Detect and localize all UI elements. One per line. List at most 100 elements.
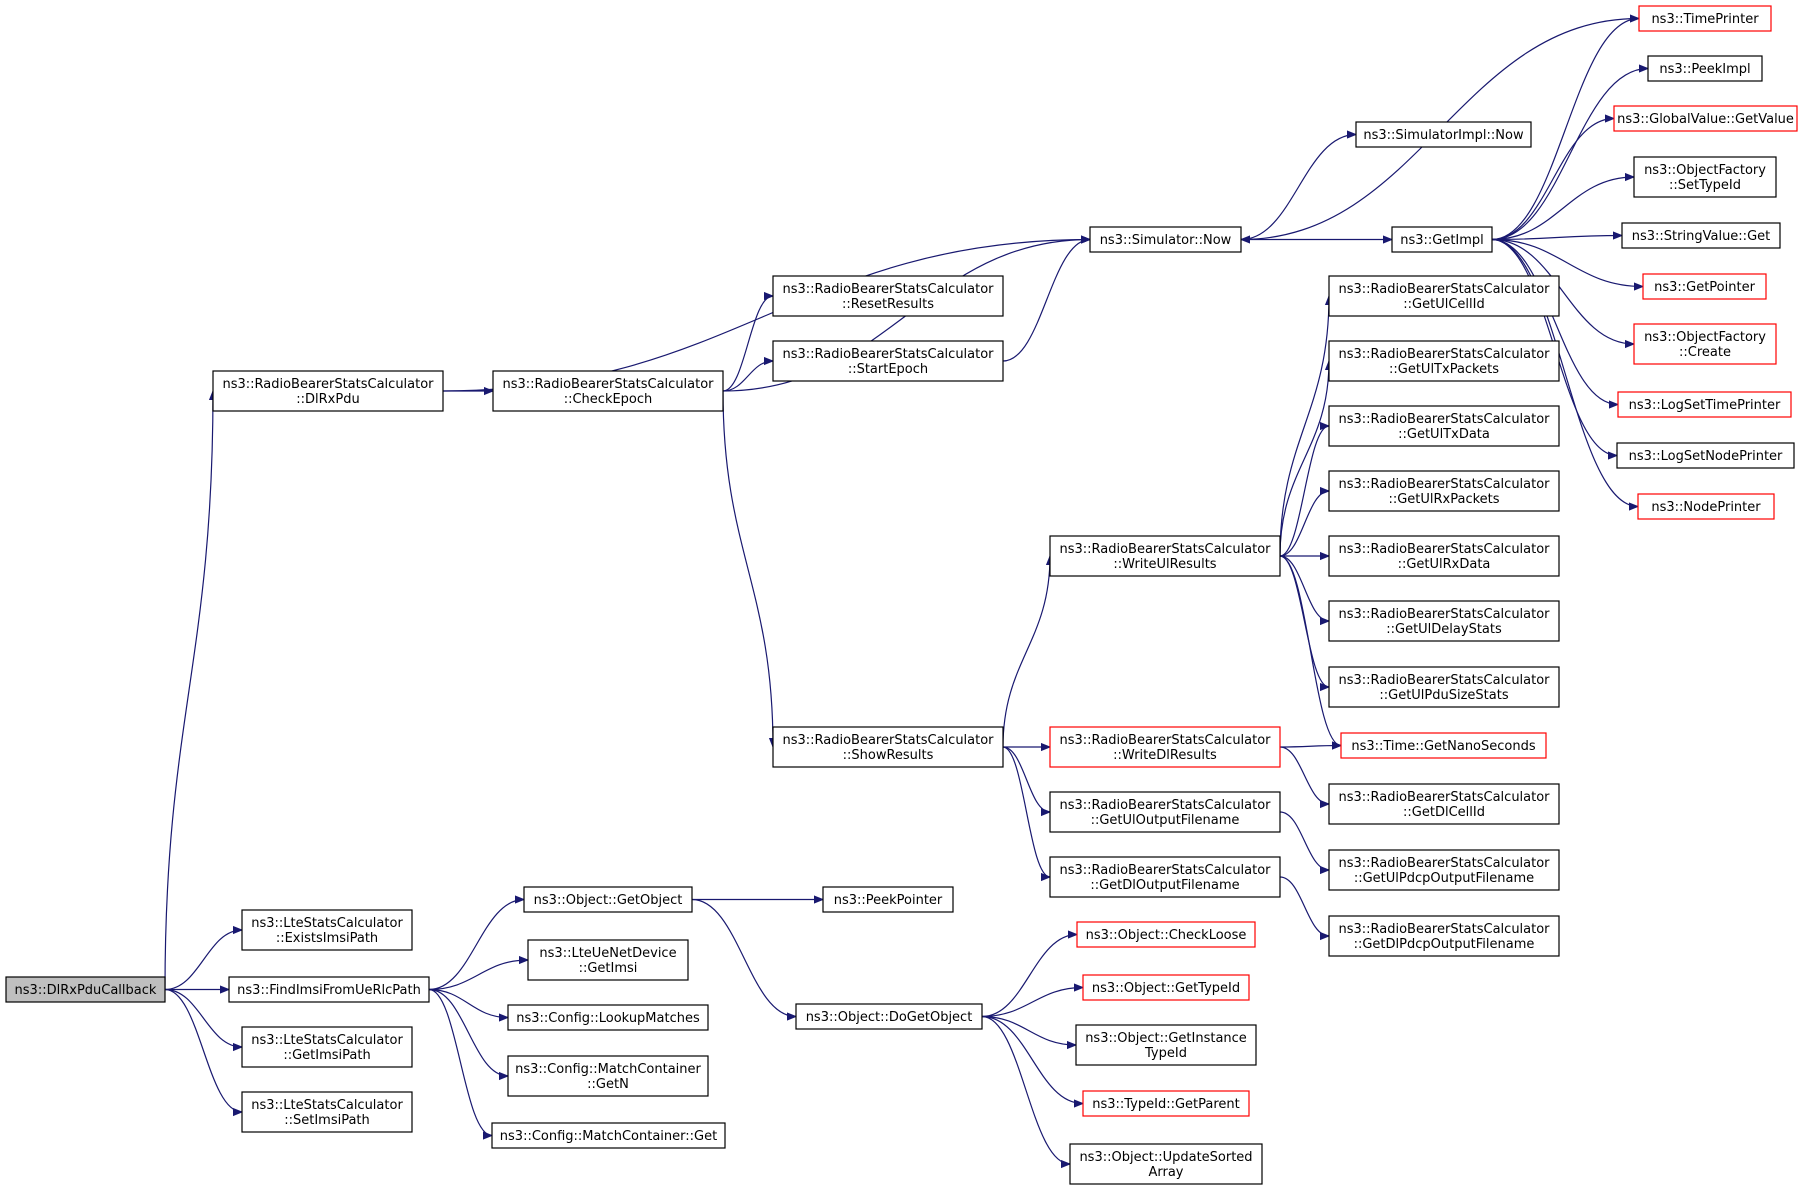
node-box-globalvalueget (1613, 105, 1798, 132)
node-getulcellid[interactable]: ns3::RadioBearerStatsCalculator::GetUlCe… (1328, 275, 1560, 317)
edge-getimpl-to-settypeid (1491, 177, 1634, 241)
node-getimpl[interactable]: ns3::GetImpl (1391, 226, 1493, 253)
node-startepoch[interactable]: ns3::RadioBearerStatsCalculator::StartEp… (772, 340, 1004, 382)
node-box-dogetobject (795, 1003, 983, 1030)
node-getdlpdcp[interactable]: ns3::RadioBearerStatsCalculator::GetDlPd… (1328, 915, 1560, 957)
node-label-updatesorted-1: Array (1148, 1165, 1183, 1180)
node-label-simnow-0: ns3::Simulator::Now (1100, 233, 1232, 248)
edge-dlrxpducallback-to-setimsipath (164, 988, 243, 1113)
node-getulpdcp[interactable]: ns3::RadioBearerStatsCalculator::GetUlPd… (1328, 849, 1560, 891)
node-existsimsipath[interactable]: ns3::LteStatsCalculator::ExistsImsiPath (241, 909, 413, 951)
node-label-updatesorted-0: ns3::Object::UpdateSorted (1079, 1150, 1252, 1165)
node-label-getulcellid-0: ns3::RadioBearerStatsCalculator (1338, 282, 1550, 297)
node-label-gettypeid-0: ns3::Object::GetTypeId (1092, 981, 1240, 996)
node-box-getn (507, 1055, 709, 1097)
node-box-getpointer (1642, 273, 1767, 300)
node-logsetnodeprinter[interactable]: ns3::LogSetNodePrinter (1616, 442, 1795, 469)
node-dlrxpducallback[interactable]: ns3::DlRxPduCallback (5, 976, 166, 1003)
node-label-dlrxpdu-0: ns3::RadioBearerStatsCalculator (222, 377, 434, 392)
node-getultxpackets[interactable]: ns3::RadioBearerStatsCalculator::GetUlTx… (1328, 340, 1560, 382)
node-peekpointer[interactable]: ns3::PeekPointer (822, 886, 954, 913)
node-label-getuloutputfilename-1: ::GetUlOutputFilename (1091, 813, 1240, 828)
node-setimsipath[interactable]: ns3::LteStatsCalculator::SetImsiPath (241, 1091, 413, 1133)
node-getpointer[interactable]: ns3::GetPointer (1642, 273, 1767, 300)
node-peekimpl[interactable]: ns3::PeekImpl (1647, 55, 1763, 82)
node-box-getulcellid (1328, 275, 1560, 317)
node-findimsi[interactable]: ns3::FindImsiFromUeRlcPath (228, 976, 430, 1003)
node-box-simimplnow (1355, 121, 1532, 148)
node-getultxdata[interactable]: ns3::RadioBearerStatsCalculator::GetUlTx… (1328, 405, 1560, 447)
node-getdlcellid[interactable]: ns3::RadioBearerStatsCalculator::GetDlCe… (1328, 783, 1560, 825)
node-stringvalueget[interactable]: ns3::StringValue::Get (1621, 222, 1781, 249)
node-mcget[interactable]: ns3::Config::MatchContainer::Get (491, 1122, 726, 1149)
node-showresults[interactable]: ns3::RadioBearerStatsCalculator::ShowRes… (772, 726, 1004, 768)
node-label-getn-1: ::GetN (587, 1077, 629, 1092)
edge-findimsi-to-getimsi (428, 960, 528, 991)
node-box-timeprinter (1638, 5, 1772, 32)
node-box-getparent (1082, 1090, 1250, 1117)
node-label-globalvalueget-0: ns3::GlobalValue::GetValue (1617, 112, 1794, 127)
node-logsettimeprinter[interactable]: ns3::LogSetTimePrinter (1617, 391, 1792, 418)
edge-dogetobject-to-checkloose (981, 935, 1077, 1018)
node-label-mcget-0: ns3::Config::MatchContainer::Get (500, 1129, 717, 1144)
node-checkloose[interactable]: ns3::Object::CheckLoose (1076, 921, 1256, 948)
node-getimsi[interactable]: ns3::LteUeNetDevice::GetImsi (527, 939, 689, 981)
node-box-startepoch (772, 340, 1004, 382)
edge-getimpl-to-nodeprinter (1491, 238, 1638, 507)
edge-findimsi-to-lookupmatches (428, 988, 508, 1018)
edge-writeulresults-to-getulcellid (1279, 296, 1329, 557)
node-dlrxpdu[interactable]: ns3::RadioBearerStatsCalculator::DlRxPdu (212, 370, 444, 412)
node-checkepoch[interactable]: ns3::RadioBearerStatsCalculator::CheckEp… (492, 370, 724, 412)
node-getuldelaystats[interactable]: ns3::RadioBearerStatsCalculator::GetUlDe… (1328, 600, 1560, 642)
edge-writeulresults-to-getulpdusizestats (1279, 555, 1330, 687)
node-dogetobject[interactable]: ns3::Object::DoGetObject (795, 1003, 983, 1030)
edge-getimpl-to-getpointer (1491, 238, 1643, 287)
edge-checkepoch-to-startepoch (722, 361, 774, 392)
node-getimsipath[interactable]: ns3::LteStatsCalculator::GetImsiPath (241, 1026, 413, 1068)
node-writedlresults[interactable]: ns3::RadioBearerStatsCalculator::WriteDl… (1049, 726, 1281, 768)
node-label-getimsipath-1: ::GetImsiPath (283, 1048, 370, 1063)
node-box-checkepoch (492, 370, 724, 412)
node-label-getdloutputfilename-1: ::GetDlOutputFilename (1090, 878, 1239, 893)
node-getdloutputfilename[interactable]: ns3::RadioBearerStatsCalculator::GetDlOu… (1049, 856, 1281, 898)
node-getnanoseconds[interactable]: ns3::Time::GetNanoSeconds (1340, 732, 1547, 759)
node-box-existsimsipath (241, 909, 413, 951)
node-box-getimpl (1391, 226, 1493, 253)
node-label-getdlpdcp-1: ::GetDlPdcpOutputFilename (1354, 937, 1535, 952)
node-nodeprinter[interactable]: ns3::NodePrinter (1637, 493, 1775, 520)
node-writeulresults[interactable]: ns3::RadioBearerStatsCalculator::WriteUl… (1049, 535, 1281, 577)
node-getuloutputfilename[interactable]: ns3::RadioBearerStatsCalculator::GetUlOu… (1049, 791, 1281, 833)
node-timeprinter[interactable]: ns3::TimePrinter (1638, 5, 1772, 32)
node-label-resetresults-1: ::ResetResults (842, 297, 934, 312)
node-settypeid[interactable]: ns3::ObjectFactory::SetTypeId (1633, 156, 1777, 198)
node-getobject[interactable]: ns3::Object::GetObject (523, 886, 693, 913)
node-box-getimsipath (241, 1026, 413, 1068)
node-simnow[interactable]: ns3::Simulator::Now (1089, 226, 1242, 253)
node-label-getimsipath-0: ns3::LteStatsCalculator (251, 1033, 403, 1048)
node-getulrxpackets[interactable]: ns3::RadioBearerStatsCalculator::GetUlRx… (1328, 470, 1560, 512)
edge-dlrxpducallback-to-dlrxpdu (164, 391, 213, 990)
node-label-getdlcellid-0: ns3::RadioBearerStatsCalculator (1338, 790, 1550, 805)
node-resetresults[interactable]: ns3::RadioBearerStatsCalculator::ResetRe… (772, 275, 1004, 317)
node-ofcreate[interactable]: ns3::ObjectFactory::Create (1633, 323, 1777, 365)
node-getn[interactable]: ns3::Config::MatchContainer::GetN (507, 1055, 709, 1097)
node-getulpdusizestats[interactable]: ns3::RadioBearerStatsCalculator::GetUlPd… (1328, 666, 1560, 708)
node-box-nodeprinter (1637, 493, 1775, 520)
node-label-settypeid-1: ::SetTypeId (1669, 178, 1741, 193)
node-box-getulrxpackets (1328, 470, 1560, 512)
edge-showresults-to-getdloutputfilename (1002, 746, 1051, 877)
edge-writedlresults-to-getnanoseconds (1279, 746, 1341, 748)
node-getulrxdata[interactable]: ns3::RadioBearerStatsCalculator::GetUlRx… (1328, 535, 1560, 577)
node-getparent[interactable]: ns3::TypeId::GetParent (1082, 1090, 1250, 1117)
edge-writeulresults-to-getulrxpackets (1279, 491, 1330, 557)
edge-findimsi-to-getobject (428, 900, 524, 991)
node-globalvalueget[interactable]: ns3::GlobalValue::GetValue (1613, 105, 1798, 132)
node-lookupmatches[interactable]: ns3::Config::LookupMatches (507, 1004, 709, 1031)
node-label-timeprinter-0: ns3::TimePrinter (1651, 12, 1759, 27)
node-gettypeid[interactable]: ns3::Object::GetTypeId (1082, 974, 1250, 1001)
node-simimplnow[interactable]: ns3::SimulatorImpl::Now (1355, 121, 1532, 148)
node-label-ofcreate-1: ::Create (1679, 345, 1731, 360)
edge-dogetobject-to-getinstancetypeid (981, 1015, 1076, 1046)
